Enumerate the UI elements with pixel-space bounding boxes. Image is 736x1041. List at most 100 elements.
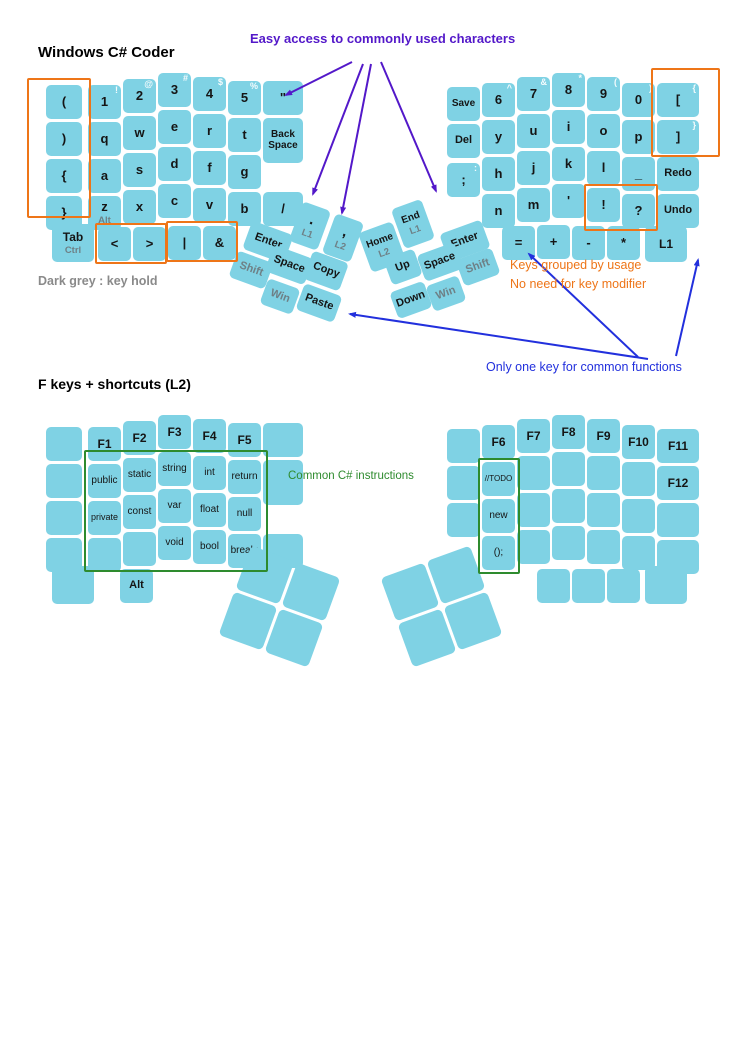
key-blank	[587, 530, 620, 564]
key-minus: -	[572, 226, 605, 260]
key-blank	[622, 499, 655, 533]
key-blank	[645, 566, 687, 604]
key-const: const	[123, 495, 156, 529]
key-p: p	[622, 120, 655, 154]
key-2: @2	[123, 79, 156, 113]
note-grouped-by-usage: Keys grouped by usage	[510, 258, 642, 272]
key-open-paren: (	[46, 85, 82, 119]
key-9: (9	[587, 77, 620, 111]
key-blank	[552, 526, 585, 560]
key-semicolon: :;	[447, 163, 480, 197]
note-easy-access: Easy access to commonly used characters	[250, 31, 516, 46]
key-new: new	[482, 499, 515, 533]
key-private: private	[88, 501, 121, 535]
key-blank	[46, 427, 82, 461]
key-blank	[552, 489, 585, 523]
key-u: u	[517, 114, 550, 148]
key-blank	[46, 464, 82, 498]
key-x: x	[123, 190, 156, 224]
key-plus: +	[537, 225, 570, 259]
key-g: g	[228, 155, 261, 189]
key-redo: Redo	[657, 157, 699, 191]
key-b: b	[228, 192, 261, 226]
key-question: ?	[622, 194, 655, 228]
key-6: ^6	[482, 83, 515, 117]
key-blank	[552, 452, 585, 486]
key-h: h	[482, 157, 515, 191]
note-no-key-modifier: No need for key modifier	[510, 277, 647, 291]
key-blank	[263, 423, 303, 457]
key-blank	[607, 569, 640, 603]
key-f3: F3	[158, 415, 191, 449]
note-one-key-functions: Only one key for common functions	[486, 360, 682, 374]
annotation-arrow	[380, 61, 437, 193]
key-blank	[517, 530, 550, 564]
key-blank	[52, 566, 94, 604]
key-blank	[517, 456, 550, 490]
key-f9: F9	[587, 419, 620, 453]
key-y: y	[482, 120, 515, 154]
key-string: string	[158, 452, 191, 486]
key-k: k	[552, 147, 585, 181]
key-i: i	[552, 110, 585, 144]
layer1-title: Windows C# Coder	[38, 44, 175, 61]
key-quote: "	[263, 81, 303, 115]
key-blank	[447, 429, 480, 463]
key-blank	[447, 503, 480, 537]
orange-highlight-box	[166, 221, 238, 262]
key-alt: Alt	[120, 569, 153, 603]
key-4: $4	[193, 77, 226, 111]
layer2-title: F keys + shortcuts (L2)	[38, 376, 191, 392]
note-common-csharp: Common C# instructions	[288, 470, 414, 482]
key-c: c	[158, 184, 191, 218]
key-f: f	[193, 151, 226, 185]
key-a: a	[88, 159, 121, 193]
key-w: w	[123, 116, 156, 150]
key-int: int	[193, 456, 226, 490]
key-t: t	[228, 118, 261, 152]
key-todo-comment: //TODO	[482, 462, 515, 496]
key-f4: F4	[193, 419, 226, 453]
key-void: void	[158, 526, 191, 560]
key-j: j	[517, 151, 550, 185]
annotation-arrow	[340, 63, 372, 215]
key-return: return	[228, 460, 261, 494]
key-f11: F11	[657, 429, 699, 463]
key-ampersand: &	[203, 226, 236, 260]
key-blank	[587, 456, 620, 490]
key-blank	[622, 462, 655, 496]
key-equals: =	[502, 226, 535, 260]
orange-highlight-box	[651, 68, 720, 157]
key-null: null	[228, 497, 261, 531]
key-1: !1	[88, 85, 121, 119]
key-f1: F1	[88, 427, 121, 461]
key-s: s	[123, 153, 156, 187]
key-blank	[657, 503, 699, 537]
key-5: %5	[228, 81, 261, 115]
key-q: q	[88, 122, 121, 156]
key-open-brace: {	[46, 159, 82, 193]
key-back-space: Back Space	[263, 118, 303, 163]
green-highlight-box	[478, 458, 520, 574]
key-blank	[587, 493, 620, 527]
key-0: )0	[622, 83, 655, 117]
key-3: #3	[158, 73, 191, 107]
key-f12: F12	[657, 466, 699, 500]
key-open-bracket: {[	[657, 83, 699, 117]
annotation-arrow	[348, 311, 649, 360]
key-asterisk: *	[607, 226, 640, 260]
key-l: l	[587, 151, 620, 185]
key-del: Del	[447, 124, 480, 158]
key-e: e	[158, 110, 191, 144]
key-n: n	[482, 194, 515, 228]
key-o: o	[587, 114, 620, 148]
key-exclamation: !	[587, 188, 620, 222]
key-bool: bool	[193, 530, 226, 564]
key-blank	[572, 569, 605, 603]
key-f10: F10	[622, 425, 655, 459]
key-blank	[263, 460, 303, 505]
key-r: r	[193, 114, 226, 148]
key-l1: L1	[645, 226, 687, 262]
